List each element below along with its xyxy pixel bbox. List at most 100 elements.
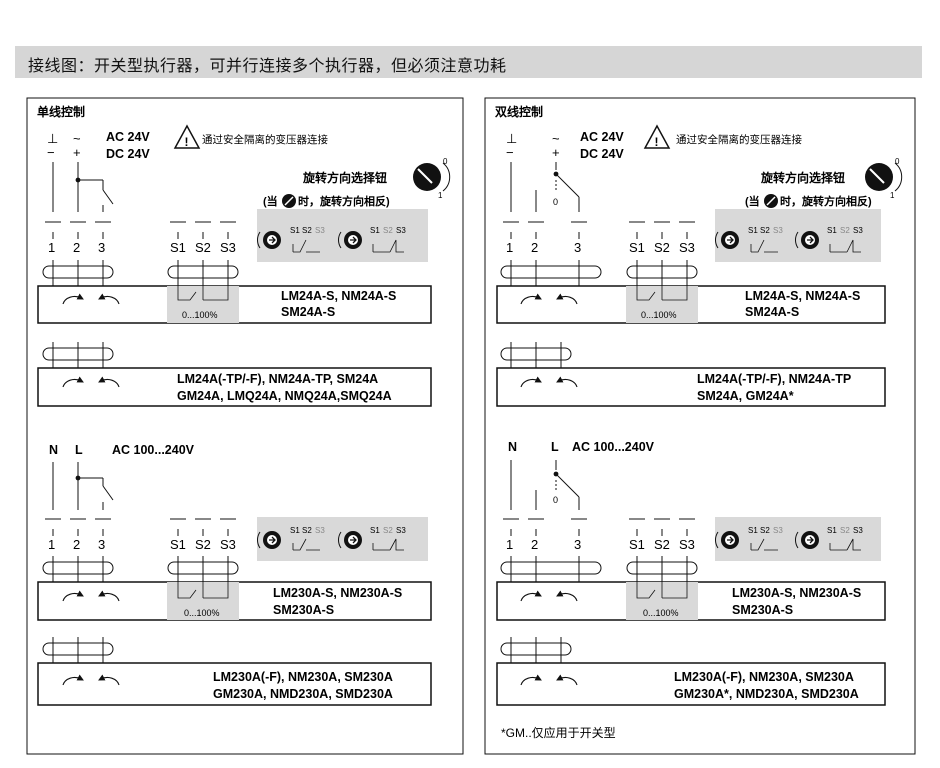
- left-rotation-note-b: 时，旋转方向相反): [298, 194, 390, 208]
- svg-text:0: 0: [553, 495, 558, 505]
- left-actuator-box-2: [37, 367, 432, 407]
- right-terminal-s3: S3: [679, 537, 695, 552]
- svg-text:S2: S2: [383, 226, 393, 235]
- svg-text:S1: S1: [827, 226, 837, 235]
- right-rotation-note-b: 时，旋转方向相反): [780, 194, 872, 208]
- left-model-2-line1: LM24A(-TP/-F), NM24A-TP, SM24A: [177, 372, 378, 386]
- left-terminal-s2: S2: [195, 240, 211, 255]
- left-terminal-3: 3: [98, 240, 105, 255]
- svg-text:S1: S1: [290, 226, 300, 235]
- header-banner: 接线图：开关型执行器，可并行连接多个执行器，但必须注意功耗: [15, 46, 922, 78]
- left-terminal-1: 1: [48, 240, 55, 255]
- right-model-2-line1: LM24A(-TP/-F), NM24A-TP: [697, 372, 851, 386]
- left-model-2-line2: GM24A, LMQ24A, NMQ24A,SMQ24A: [177, 389, 392, 403]
- svg-text:S1: S1: [748, 526, 758, 535]
- right-feedback-range-3: 0...100%: [643, 608, 679, 618]
- right-model-2-line2: SM24A, GM24A*: [697, 389, 794, 403]
- left-feedback-range-1: 0...100%: [182, 310, 218, 320]
- svg-text:S3: S3: [773, 526, 783, 535]
- right-switch-box: S1 S2 S3 S1 S2 S3: [714, 209, 881, 262]
- right-plus-symbol: +: [552, 145, 560, 160]
- right-model-4-line2: GM230A*, NMD230A, SMD230A: [674, 687, 859, 701]
- right-tilde-symbol: ~: [552, 131, 560, 146]
- svg-text:S1: S1: [370, 226, 380, 235]
- left-ac-hv-label: AC 100...240V: [112, 443, 195, 457]
- right-actuator-box-4: [496, 662, 886, 706]
- left-model-1-line2: SM24A-S: [281, 305, 335, 319]
- svg-text:S2: S2: [760, 526, 770, 535]
- left-terminal-s2: S2: [195, 537, 211, 552]
- right-rotation-note-a: (当: [745, 194, 760, 208]
- left-terminal-3: 3: [98, 537, 105, 552]
- right-feedback-range-1: 0...100%: [641, 310, 677, 320]
- left-panel: 单线控制 ⊥ − ~ + AC 24V DC 24V ! 通过安全隔离的变压器连…: [26, 97, 464, 755]
- right-model-4-line1: LM230A(-F), NM230A, SM230A: [674, 670, 854, 684]
- svg-text:S2: S2: [840, 226, 850, 235]
- right-terminal-s3: S3: [679, 240, 695, 255]
- right-terminal-3: 3: [574, 537, 581, 552]
- left-model-4-line1: LM230A(-F), NM230A, SM230A: [213, 670, 393, 684]
- svg-text:S1: S1: [748, 226, 758, 235]
- svg-text:S3: S3: [853, 526, 863, 535]
- right-terminal-1: 1: [506, 240, 513, 255]
- left-title: 单线控制: [37, 104, 85, 119]
- right-footnote: *GM..仅应用于开关型: [501, 725, 616, 740]
- left-ground-symbol: ⊥: [47, 131, 58, 146]
- left-model-3-line1: LM230A-S, NM230A-S: [273, 586, 402, 600]
- right-warning-text: 通过安全隔离的变压器连接: [676, 133, 802, 146]
- right-model-3-line2: SM230A-S: [732, 603, 793, 617]
- right-model-3-line1: LM230A-S, NM230A-S: [732, 586, 861, 600]
- right-switch-box-hv: S1 S2 S3 S1 S2 S3: [714, 517, 881, 561]
- svg-text:S2: S2: [302, 526, 312, 535]
- svg-text:1: 1: [890, 191, 895, 200]
- left-switch-box: S1 S2 S3 S1 S2 S3: [256, 209, 428, 262]
- svg-text:0: 0: [443, 157, 448, 166]
- right-terminal-2: 2: [531, 240, 538, 255]
- left-feedback-range-3: 0...100%: [184, 608, 220, 618]
- svg-text:S1: S1: [290, 526, 300, 535]
- left-warning-text: 通过安全隔离的变压器连接: [202, 133, 328, 146]
- right-terminal-3: 3: [574, 240, 581, 255]
- left-actuator-box-4: [37, 662, 432, 706]
- svg-text:S3: S3: [773, 226, 783, 235]
- right-minus-symbol: −: [506, 145, 514, 160]
- svg-text:1: 1: [438, 191, 443, 200]
- svg-text:S3: S3: [315, 526, 325, 535]
- right-title: 双线控制: [495, 104, 543, 119]
- right-terminal-s2: S2: [654, 537, 670, 552]
- left-model-1-line1: LM24A-S, NM24A-S: [281, 289, 396, 303]
- left-terminal-s3: S3: [220, 240, 236, 255]
- left-rotation-note-a: (当: [263, 194, 278, 208]
- direction-dial-icon: 0 1: [413, 157, 451, 200]
- left-24v-wiring: [44, 162, 237, 240]
- svg-text:S3: S3: [396, 526, 406, 535]
- left-230v-wiring: [44, 462, 237, 537]
- left-plus-symbol: +: [73, 145, 81, 160]
- warning-icon: !: [643, 124, 671, 149]
- left-switch-box-hv: S1 S2 S3 S1 S2 S3: [256, 517, 428, 561]
- right-terminal-s1: S1: [629, 240, 645, 255]
- small-dial-icon: [282, 194, 296, 208]
- svg-text:!: !: [185, 135, 189, 149]
- left-l-label: L: [75, 443, 83, 457]
- svg-text:S3: S3: [315, 226, 325, 235]
- right-230v-wiring: 0: [503, 460, 696, 537]
- right-ac-label: AC 24V: [580, 130, 624, 144]
- left-rotation-title: 旋转方向选择钮: [302, 170, 387, 185]
- right-l-label: L: [551, 440, 559, 454]
- left-n-label: N: [49, 443, 58, 457]
- left-dc-label: DC 24V: [106, 147, 150, 161]
- right-terminal-s1: S1: [629, 537, 645, 552]
- right-model-1-line1: LM24A-S, NM24A-S: [745, 289, 860, 303]
- left-terminal-2: 2: [73, 240, 80, 255]
- right-model-1-line2: SM24A-S: [745, 305, 799, 319]
- right-ac-hv-label: AC 100...240V: [572, 440, 655, 454]
- right-terminal-2: 2: [531, 537, 538, 552]
- left-tilde-symbol: ~: [73, 131, 81, 146]
- direction-dial-icon: 0 1: [865, 157, 903, 200]
- left-minus-symbol: −: [47, 145, 55, 160]
- left-model-4-line2: GM230A, NMD230A, SMD230A: [213, 687, 393, 701]
- left-terminal-s1: S1: [170, 537, 186, 552]
- svg-text:S2: S2: [840, 526, 850, 535]
- right-terminal-s2: S2: [654, 240, 670, 255]
